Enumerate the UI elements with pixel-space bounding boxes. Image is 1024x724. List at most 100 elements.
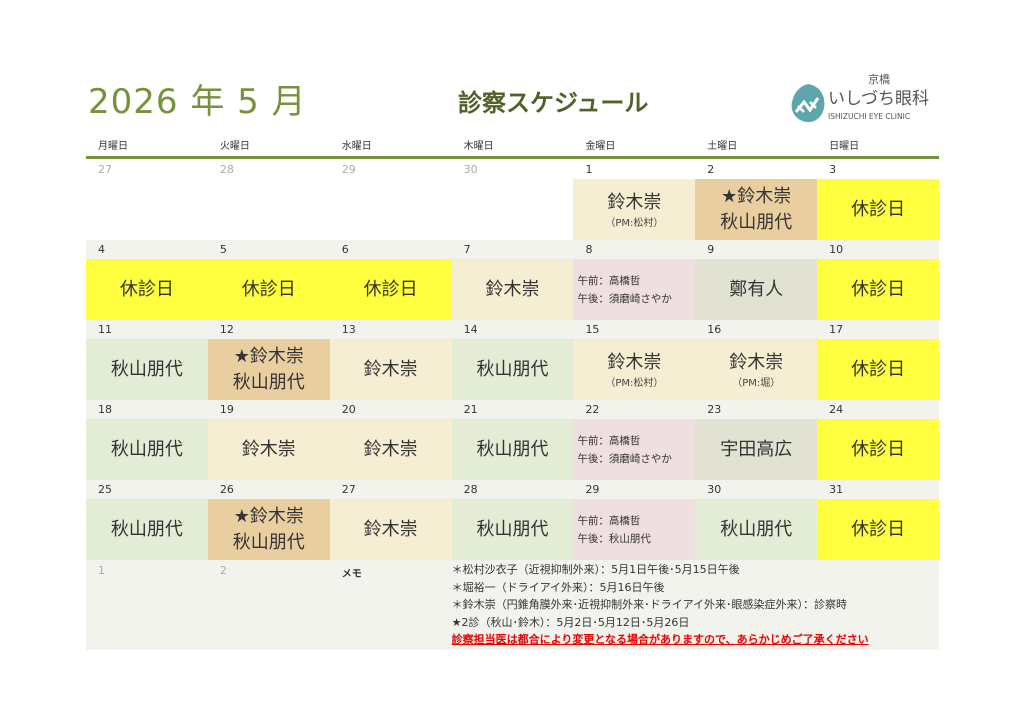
day-number: 17: [817, 320, 940, 339]
shift-line: 午後：須磨崎さやか: [577, 452, 672, 465]
day-number: 7: [451, 240, 574, 259]
day-number-next-month: 1: [98, 564, 105, 577]
day-schedule: 鄭有人: [695, 259, 818, 320]
day-cell: 30 秋山朋代: [695, 480, 818, 560]
day-cell: 1 鈴木崇 （PM:松村）: [573, 160, 696, 240]
day-number: 20: [329, 400, 452, 419]
day-number: 27: [329, 480, 452, 499]
dow-tue: 火曜日: [219, 141, 250, 152]
day-cell: 26★鈴木崇秋山朋代: [207, 480, 330, 560]
day-number: 6: [329, 240, 452, 259]
day-cell: 25 秋山朋代: [86, 480, 208, 560]
doctor-name: ★鈴木崇: [721, 185, 792, 207]
day-number: 30: [695, 480, 818, 499]
day-schedule: 鈴木崇（PM:松村）: [573, 339, 696, 400]
day-schedule: [330, 179, 452, 240]
shift-line: 午前：高橋哲: [577, 274, 641, 287]
doctor-name: 休診日: [851, 198, 906, 220]
day-number: 15: [573, 320, 696, 339]
memo-notes: ＊松村沙衣子（近視抑制外来）：5月1日午後･5月15日午後＊堀裕一（ドライアイ外…: [452, 560, 939, 650]
doctor-name: 鈴木崇: [363, 518, 418, 540]
day-number: 1: [573, 160, 696, 179]
doctor-name: 休診日: [119, 278, 174, 300]
shift-line: 午後：須磨崎さやか: [577, 292, 672, 305]
day-number: 29: [329, 160, 452, 179]
day-cell: 31 休診日: [817, 480, 940, 560]
doctor-name: 秋山朋代: [110, 358, 183, 380]
doctor-name: 秋山朋代: [232, 371, 305, 393]
doctor-name: 鈴木崇: [607, 191, 662, 213]
day-number: 13: [329, 320, 452, 339]
day-number: 9: [695, 240, 818, 259]
day-schedule: 鈴木崇: [329, 499, 452, 560]
shift-line: 午前：高橋哲: [577, 434, 641, 447]
day-schedule: 秋山朋代: [451, 499, 574, 560]
doctor-name: 宇田高広: [720, 438, 793, 460]
doctor-name: 鈴木崇: [729, 351, 784, 373]
doctor-name: 休診日: [363, 278, 418, 300]
day-number: 11: [86, 320, 208, 339]
doctor-name: 鈴木崇: [363, 358, 418, 380]
dow-fri: 金曜日: [585, 141, 616, 152]
day-number: 31: [817, 480, 940, 499]
day-number: 12: [207, 320, 330, 339]
doctor-name: 休診日: [851, 518, 906, 540]
day-schedule: 午前：高橋哲午後：須磨崎さやか: [573, 419, 696, 480]
day-schedule: 休診日: [817, 179, 940, 240]
clinic-logo: 京橋 いしづち眼科 ISHIZUCHI EYE CLINIC: [790, 74, 940, 128]
schedule-title: 診察スケジュール: [458, 89, 649, 117]
day-number: 4: [86, 240, 208, 259]
dow-thu: 木曜日: [463, 141, 494, 152]
logo-line-3: ISHIZUCHI EYE CLINIC: [828, 112, 911, 121]
day-cell: 18 秋山朋代: [86, 400, 208, 480]
doctor-name: 秋山朋代: [476, 518, 549, 540]
shift-line: 午後：秋山朋代: [577, 532, 651, 545]
doctor-name: 秋山朋代: [110, 518, 183, 540]
calendar-month-title: 2026 年 5 月: [88, 82, 307, 122]
doctor-note: （PM:松村）: [605, 377, 664, 389]
logo-line-1: 京橋: [868, 73, 890, 86]
day-cell: 17 休診日: [817, 320, 940, 400]
memo-note: ★2診（秋山･鈴木）：5月2日･5月12日･5月26日: [451, 615, 690, 629]
day-schedule: 秋山朋代: [695, 499, 818, 560]
doctor-name: 休診日: [241, 278, 296, 300]
logo-line-2: いしづち眼科: [828, 89, 929, 109]
memo-note: ＊鈴木崇（円錐角膜外来･近視抑制外来･ドライアイ外来･眼感染症外来）：診察時: [451, 598, 848, 611]
day-schedule: ★鈴木崇秋山朋代: [695, 179, 818, 240]
doctor-note: （PM:松村）: [605, 217, 664, 229]
doctor-name: 秋山朋代: [720, 518, 793, 540]
day-schedule: 休診日: [817, 419, 940, 480]
day-schedule: ★鈴木崇秋山朋代: [207, 499, 330, 560]
memo-note: ＊堀裕一（ドライアイ外来）：5月16日午後: [451, 580, 665, 594]
dow-sat: 土曜日: [707, 141, 738, 152]
day-schedule: 鈴木崇（PM:堀）: [695, 339, 818, 400]
dow-sun: 日曜日: [829, 141, 860, 152]
doctor-name: 秋山朋代: [232, 531, 305, 553]
doctor-name: 秋山朋代: [110, 438, 183, 460]
day-number: 21: [451, 400, 574, 419]
day-number: 18: [86, 400, 208, 419]
day-number: 14: [451, 320, 574, 339]
day-cell: 6 休診日: [329, 240, 452, 320]
doctor-name: 休診日: [851, 278, 906, 300]
doctor-name: 休診日: [851, 358, 906, 380]
dow-wed: 水曜日: [341, 141, 372, 152]
day-cell: 29: [329, 160, 452, 240]
doctor-name: 鈴木崇: [363, 438, 418, 460]
day-schedule: 鈴木崇: [329, 339, 452, 400]
day-schedule: 秋山朋代: [451, 339, 574, 400]
day-number: 25: [86, 480, 208, 499]
doctor-name: 秋山朋代: [720, 211, 793, 233]
day-schedule: 休診日: [329, 259, 452, 320]
day-number: 23: [695, 400, 818, 419]
